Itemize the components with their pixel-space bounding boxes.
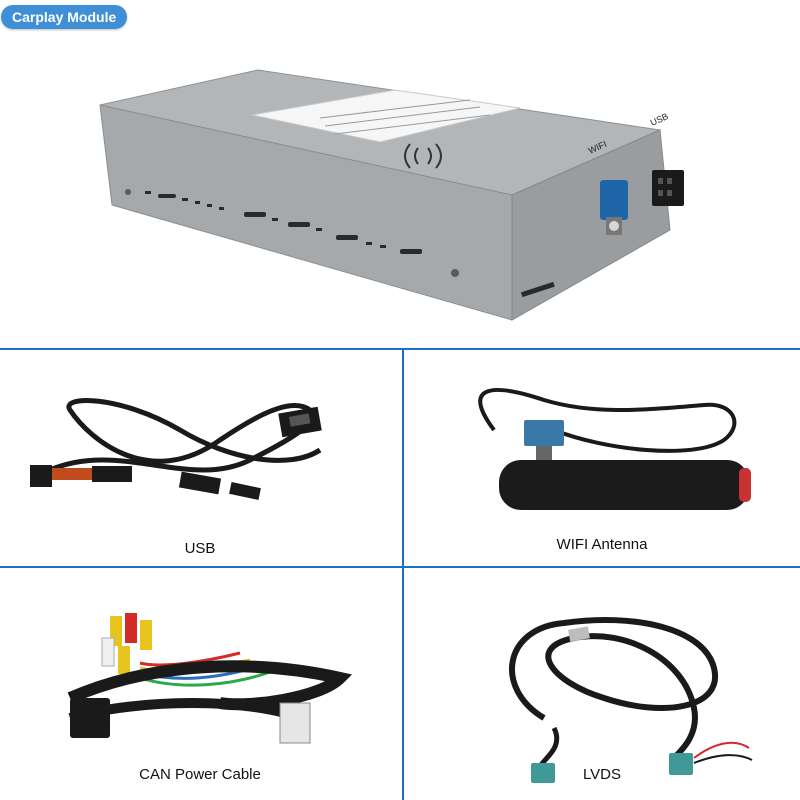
usb-cable-illustration: [30, 397, 322, 500]
wifi-antenna-caption: WIFI Antenna: [556, 536, 648, 553]
label-sticker: [251, 89, 521, 143]
module-box-illustration: WIFI USB: [99, 69, 684, 321]
front-vents: [125, 189, 459, 277]
wifi-antenna-item: WIFI Antenna: [404, 350, 800, 566]
can-power-cable-illustration: [67, 613, 352, 744]
divider-middle: [0, 566, 800, 568]
can-power-cable-caption: CAN Power Cable: [139, 766, 261, 783]
usb-port-connector: [652, 170, 684, 206]
fakra-blue-connector: [600, 180, 628, 235]
can-power-cable-item: CAN Power Cable: [0, 568, 400, 800]
module-photo: WIFI USB: [0, 30, 800, 348]
lvds-caption: LVDS: [582, 766, 622, 783]
divider-vertical: [402, 350, 404, 800]
wifi-antenna-illustration: [478, 388, 751, 510]
lvds-item: LVDS: [404, 568, 800, 800]
wireless-icon: [404, 143, 442, 169]
usb-caption: USB: [184, 540, 216, 557]
divider-top: [0, 348, 800, 350]
carplay-module-badge: Carplay Module: [1, 5, 128, 29]
usb-port-label: USB: [649, 111, 670, 128]
usb-cable-item: USB: [0, 350, 400, 566]
lvds-cable-illustration: [509, 617, 753, 783]
